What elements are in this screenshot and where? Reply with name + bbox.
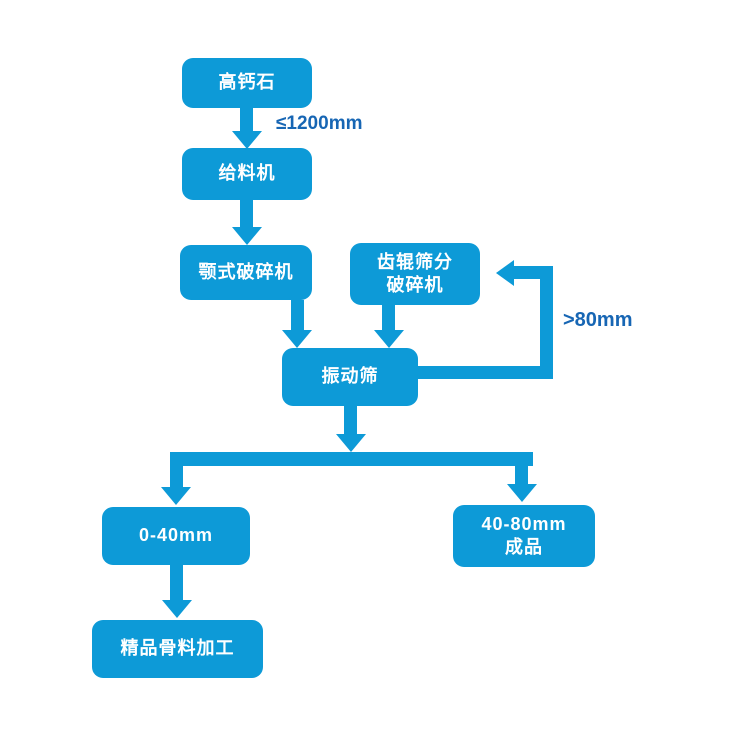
arrow-shaft [382,305,395,331]
arrow-head-down-icon [232,227,262,245]
arrow-head-down-icon [232,131,262,149]
node-vibrating-screen: 振动筛 [282,348,418,406]
edge-label-oversize-return: >80mm [563,309,633,331]
arrow-shaft [291,300,304,331]
edge-label-feed-size: ≤1200mm [276,113,363,134]
feedback-right-segment [540,266,553,379]
node-label-line2: 破碎机 [386,275,444,295]
node-fraction-0-40mm: 0-40mm [102,507,250,565]
arrow-head-down-icon [162,600,192,618]
node-label: 高钙石 [218,72,276,93]
node-premium-aggregate-processing: 精品骨料加工 [92,620,263,678]
arrow-head-down-icon [374,330,404,348]
arrow-head-down-icon [161,487,191,505]
node-label: 振动筛 [321,366,379,387]
feedback-bottom-segment [418,366,553,379]
arrow-shaft [240,200,253,228]
arrow-shaft [515,452,528,485]
node-fraction-40-80mm-finished: 40-80mm 成品 [453,505,595,567]
node-label: 颚式破碎机 [198,261,294,282]
split-bar [170,452,533,466]
arrow-head-down-icon [336,434,366,452]
arrow-head-left-icon [496,260,514,286]
arrow-head-down-icon [507,484,537,502]
node-jaw-crusher: 颚式破碎机 [180,245,312,300]
arrow-shaft [170,565,183,601]
node-feeder: 给料机 [182,148,312,200]
node-high-calcium-stone: 高钙石 [182,58,312,108]
arrow-shaft [170,452,183,488]
arrow-shaft [344,406,357,435]
node-label-line1: 40-80mm [481,513,567,534]
node-label: 0-40mm [138,525,214,546]
node-label: 给料机 [218,163,276,184]
node-label-line1: 齿辊筛分 [377,251,453,272]
arrow-shaft [240,106,253,132]
node-label: 精品骨料加工 [120,638,235,659]
node-label-line2: 成品 [505,537,543,557]
arrow-head-down-icon [282,330,312,348]
node-toothed-roller-crusher: 齿辊筛分 破碎机 [350,243,480,305]
feedback-top-segment [513,266,553,279]
